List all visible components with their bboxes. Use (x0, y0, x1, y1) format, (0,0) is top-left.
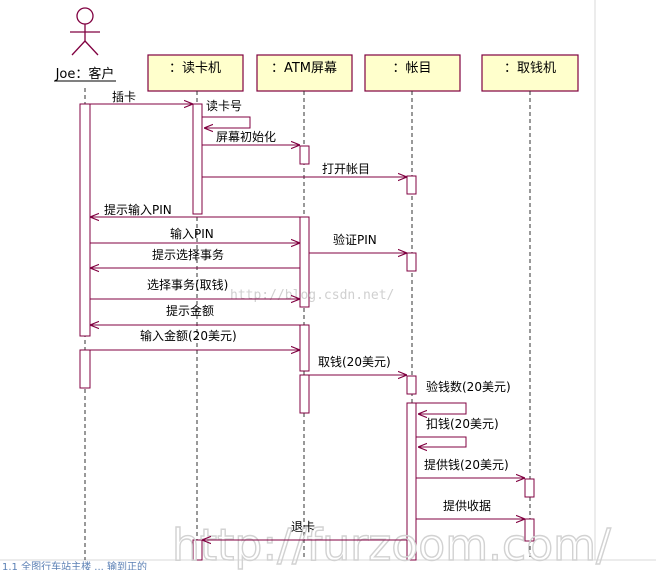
message-label-open-account: 打开帐目 (322, 161, 370, 176)
activation-account-3 (406, 375, 417, 395)
activation-screen-2 (299, 216, 310, 308)
message-label-screen-init: 屏幕初始化 (216, 130, 276, 144)
activation-account-1 (406, 175, 417, 195)
object-screen: ：ATM屏幕 (256, 54, 353, 92)
activation-reader-1 (192, 103, 203, 215)
object-account-label: ：帐目 (392, 61, 431, 76)
activation-account-4 (406, 402, 417, 561)
object-dispenser: ：取钱机 (481, 54, 579, 92)
object-screen-label: ：ATM屏幕 (271, 61, 337, 76)
activation-dispenser-2 (524, 518, 535, 542)
message-label-check-amount: 验钱数(20美元) (426, 379, 511, 394)
watermark-blog: http://blog.csdn.net/ (230, 288, 394, 303)
actor-label: Joe：客户 (55, 66, 115, 82)
message-label-prompt-pin: 提示输入PIN (104, 202, 172, 217)
activation-account-2 (406, 252, 417, 272)
message-label-enter-amount: 输入金额(20美元) (140, 328, 237, 343)
message-arrow-check-amount (416, 402, 467, 414)
activation-actor-1 (79, 103, 91, 337)
object-dispenser-label: ：取钱机 (504, 61, 556, 76)
message-arrow-deduct (416, 436, 467, 447)
watermark-furzoom: http://furzoom.com/ (172, 520, 611, 570)
activation-screen-1 (299, 145, 310, 165)
actor-figure (70, 7, 100, 56)
message-label-dispense: 提供钱(20美元) (424, 457, 509, 472)
message-label-prompt-amount: 提示金额 (166, 303, 214, 318)
message-label-insert-card: 插卡 (112, 90, 136, 104)
activation-reader-2 (192, 539, 203, 561)
object-reader-label: ：读卡机 (169, 61, 221, 76)
activation-dispenser-1 (524, 478, 535, 498)
message-label-prompt-transaction: 提示选择事务 (152, 247, 224, 262)
message-label-eject-card: 退卡 (291, 520, 315, 534)
activation-actor-2 (79, 349, 91, 389)
object-reader: ：读卡机 (147, 54, 244, 92)
message-label-withdraw: 取钱(20美元) (318, 354, 391, 369)
message-label-deduct: 扣钱(20美元) (426, 416, 499, 431)
message-label-verify-pin: 验证PIN (333, 232, 377, 247)
object-account: ：帐目 (364, 54, 461, 92)
message-arrow-read-card (202, 116, 251, 128)
message-label-receipt: 提供收据 (443, 498, 491, 513)
activation-screen-4 (299, 374, 310, 414)
message-label-enter-pin: 输入PIN (170, 226, 214, 241)
message-label-select-transaction: 选择事务(取钱) (147, 277, 228, 292)
bottom-clipped-text: 1.1 全图行车站主楼 ... 输到正的 (2, 560, 147, 570)
activation-screen-3 (299, 324, 310, 372)
message-label-read-card: 读卡号 (206, 99, 242, 113)
